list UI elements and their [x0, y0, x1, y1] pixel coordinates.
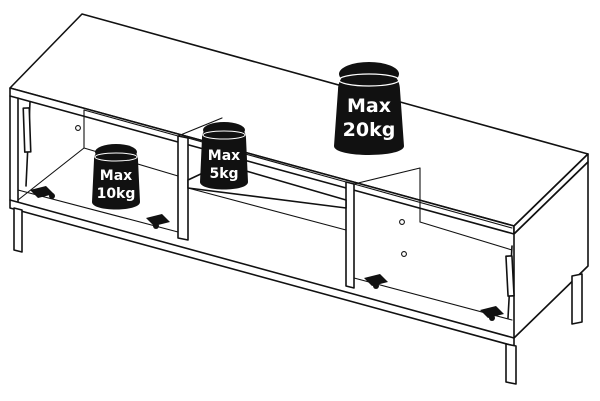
weight-line-1: Max	[100, 168, 132, 184]
right-side-panel	[513, 161, 589, 339]
weight-limit-middle-shelf: Max 5kg	[200, 122, 248, 190]
weight-line-2: 20kg	[343, 119, 396, 141]
weight-limit-top: Max 20kg	[334, 62, 404, 155]
leg-back-right	[571, 273, 583, 325]
divider-right	[345, 167, 421, 289]
hinge-icon	[146, 214, 170, 229]
right-gas-strut	[505, 245, 515, 319]
leg-front-left	[13, 207, 23, 253]
hinge-icon	[480, 306, 504, 321]
left-gas-strut	[22, 101, 32, 187]
weight-line-1: Max	[347, 95, 391, 117]
divider-left	[177, 117, 223, 241]
weight-line-2: 5kg	[209, 166, 238, 182]
hinge-icon	[364, 274, 388, 289]
weight-limit-left-compartment: Max 10kg	[92, 144, 140, 210]
hinge-icon	[30, 186, 55, 199]
weight-line-2: 10kg	[97, 186, 136, 202]
leg-front-right	[505, 343, 517, 385]
left-side-panel	[9, 95, 19, 203]
weight-line-1: Max	[208, 148, 240, 164]
left-door-open	[17, 125, 179, 233]
